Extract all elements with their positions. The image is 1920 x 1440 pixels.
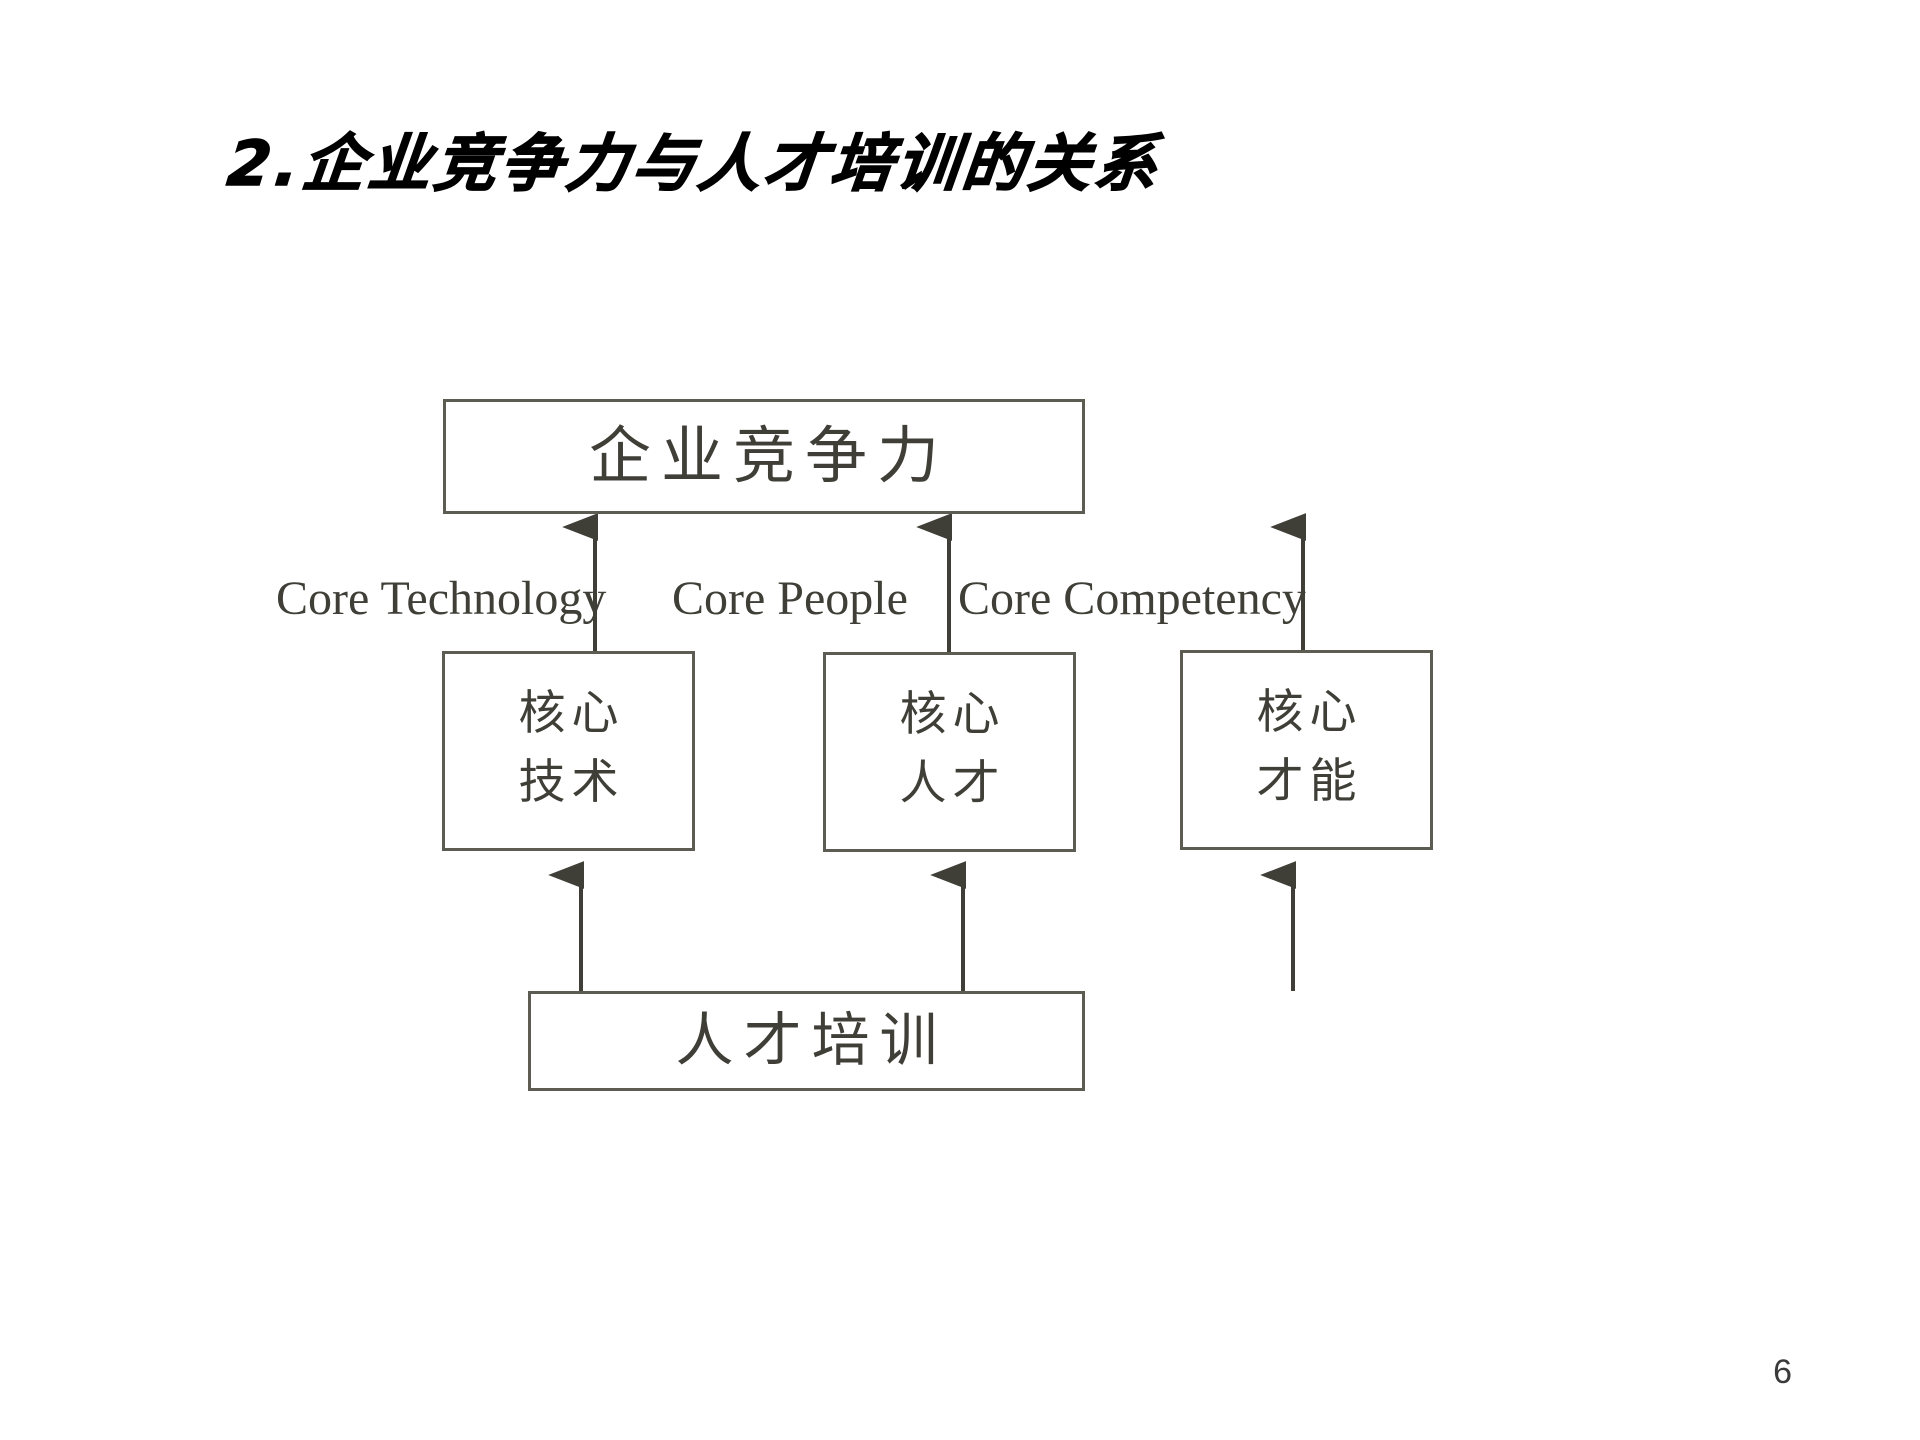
label-core-technology: Core Technology — [276, 572, 607, 625]
node-core-people-line1: 核心 — [899, 688, 1006, 741]
node-core-competency-line1: 核心 — [1256, 686, 1363, 739]
page-number: 6 — [1773, 1353, 1792, 1391]
node-core-people[interactable]: 核心 人才 — [823, 652, 1076, 852]
node-talent-training-label: 人才培训 — [675, 1008, 948, 1073]
node-core-people-line2: 人才 — [899, 758, 1006, 811]
node-core-technology-line1: 核心 — [518, 687, 625, 740]
label-core-competency: Core Competency — [958, 572, 1306, 625]
node-core-technology[interactable]: 核心 技术 — [442, 651, 695, 851]
node-core-technology-line2: 技术 — [518, 757, 625, 810]
node-talent-training[interactable]: 人才培训 — [528, 991, 1085, 1091]
node-core-competency[interactable]: 核心 才能 — [1180, 650, 1433, 850]
node-core-competency-line2: 才能 — [1256, 756, 1363, 809]
node-enterprise-competitiveness[interactable]: 企业竞争力 — [443, 399, 1085, 514]
label-core-people: Core People — [672, 572, 908, 625]
node-enterprise-competitiveness-label: 企业竞争力 — [588, 422, 949, 491]
